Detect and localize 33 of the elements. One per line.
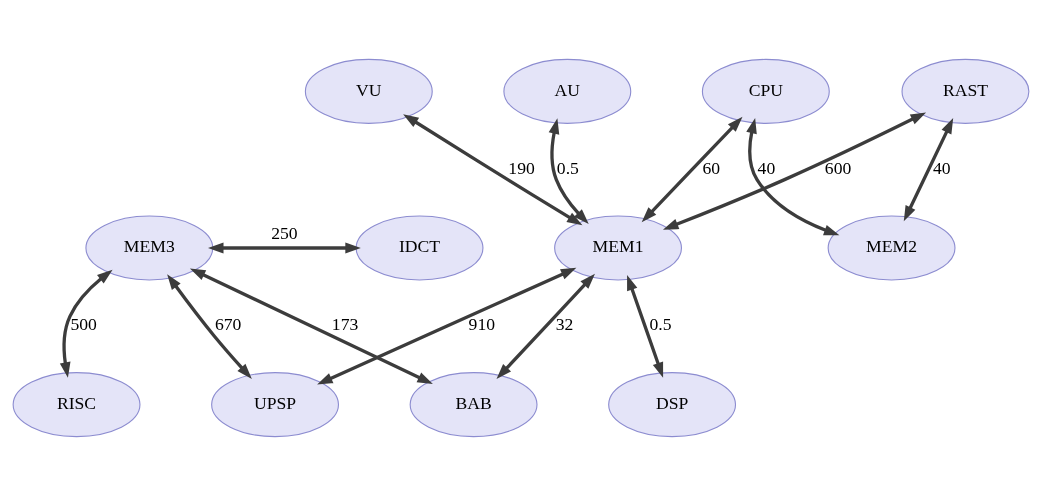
edge-label: 600	[824, 157, 852, 178]
edge-label: 500	[70, 314, 97, 335]
edge-label: 670	[214, 314, 242, 335]
edge-label: 190	[508, 157, 535, 178]
arrow	[548, 118, 589, 225]
arrow	[746, 117, 840, 236]
node-ellipse: IDCT	[355, 215, 484, 281]
edge-label: 40	[757, 157, 776, 178]
arrow	[189, 268, 433, 385]
edge-label: 40	[932, 157, 951, 178]
node-ellipse: VU	[304, 58, 433, 124]
arrow	[317, 267, 577, 385]
edge-label: 910	[468, 314, 496, 335]
arrow	[59, 269, 113, 378]
arrow	[496, 273, 595, 379]
arrow	[403, 114, 583, 226]
edge-label: 250	[271, 222, 298, 243]
arrow	[167, 274, 252, 379]
edge-label: 173	[331, 314, 359, 335]
node-ellipse: AU	[503, 58, 632, 124]
node-ellipse: CPU	[701, 58, 830, 124]
edge-label: 0.5	[649, 314, 672, 335]
arrow	[641, 116, 743, 223]
node-ellipse: RISC	[12, 372, 141, 438]
arrow	[662, 112, 927, 230]
node-ellipse: DSP	[608, 372, 737, 438]
arrow	[903, 118, 954, 222]
edge-label: 60	[702, 157, 721, 178]
arrow	[208, 242, 361, 254]
arrow	[627, 274, 664, 378]
edge-label: 32	[555, 314, 574, 335]
node-ellipse: MEM2	[827, 215, 956, 281]
edge-label: 0.5	[556, 157, 579, 178]
